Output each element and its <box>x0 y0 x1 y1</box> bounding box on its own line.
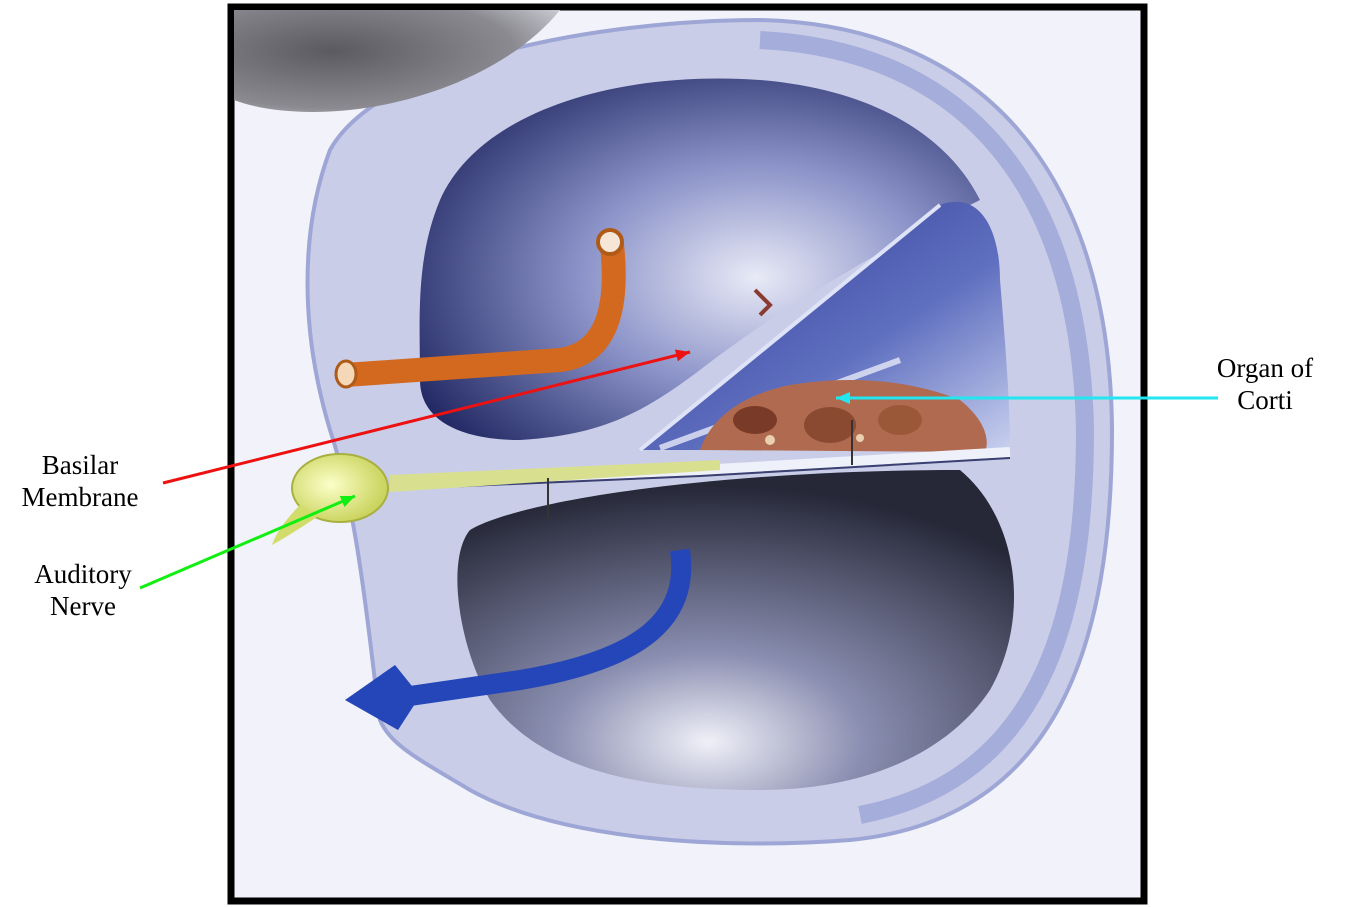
organ-of-corti-label-line1: Organ of <box>1195 352 1335 384</box>
basilar-membrane-label-line2: Membrane <box>0 481 160 513</box>
auditory-nerve-label-line2: Nerve <box>8 590 158 622</box>
organ-of-corti-label: Organ of Corti <box>1195 352 1335 416</box>
scala-tympani <box>457 470 1014 790</box>
basilar-membrane-label-line1: Basilar <box>0 449 160 481</box>
auditory-nerve-label-line1: Auditory <box>8 558 158 590</box>
basilar-membrane-label: Basilar Membrane <box>0 449 160 513</box>
organ-of-corti-label-line2: Corti <box>1195 384 1335 416</box>
auditory-nerve-label: Auditory Nerve <box>8 558 158 622</box>
